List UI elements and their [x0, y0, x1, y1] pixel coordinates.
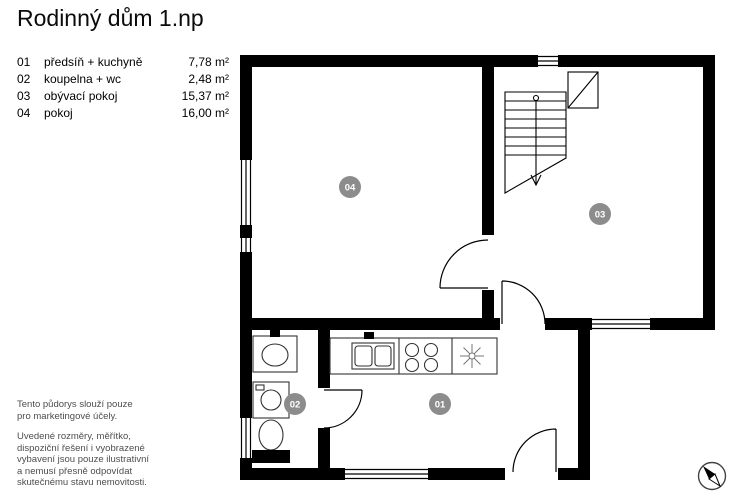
window [240, 238, 252, 252]
stair-arrow-start [532, 94, 540, 102]
faucet-icon [270, 330, 280, 337]
legend-row: 03 obývací pokoj 15,37 m² [17, 90, 229, 102]
washing-machine [252, 381, 290, 419]
faucet-icon [364, 332, 374, 339]
room-label-02: 02 [284, 393, 306, 415]
stair-direction-arrow-icon [530, 101, 542, 187]
door-room03 [501, 280, 546, 325]
legend-row: 02 koupelna + wc 2,48 m² [17, 73, 229, 85]
page-title: Rodinný dům 1.np [17, 5, 204, 31]
room-number-text: 01 [435, 400, 446, 411]
legend-room-name: pokoj [44, 106, 73, 120]
legend-room-name: koupelna + wc [44, 72, 122, 86]
legend-room-area: 7,78 m² [188, 55, 229, 69]
water-heater-icon [460, 344, 484, 368]
legend-room-number: 01 [17, 55, 31, 69]
legend-room-number: 02 [17, 72, 31, 86]
legend-room-number: 04 [17, 106, 31, 120]
legend-room-area: 15,37 m² [181, 89, 229, 103]
kitchen-sink [351, 332, 395, 370]
legend-room-area: 2,48 m² [188, 72, 229, 86]
compass-icon [697, 461, 727, 491]
door-entrance [512, 428, 557, 473]
room-number-text: 04 [345, 183, 356, 194]
room-label-03: 03 [589, 203, 611, 225]
stair-closet-diagonal [567, 71, 599, 109]
window [538, 55, 558, 67]
legend-row: 04 pokoj 16,00 m² [17, 107, 229, 119]
room-label-04: 04 [339, 176, 361, 198]
walls [240, 55, 715, 480]
kitchen-counter [329, 337, 498, 375]
marketing-disclaimer: Tento půdorys slouží pouze pro marketing… [17, 399, 133, 422]
washbasin [252, 330, 298, 373]
window [240, 418, 252, 458]
doors [323, 239, 557, 473]
legend-room-name: předsíň + kuchyně [44, 55, 143, 69]
window [592, 318, 650, 330]
room-number-text: 03 [595, 210, 606, 221]
counter-dividers [398, 338, 453, 374]
toilet-tank [252, 450, 290, 463]
stove [404, 342, 439, 373]
legend-room-name: obývací pokoj [44, 89, 118, 103]
kitchen-fixtures [329, 332, 498, 375]
window [240, 160, 252, 225]
room-labels: 04 03 01 02 [284, 176, 611, 415]
window [345, 468, 428, 480]
legend-room-number: 03 [17, 89, 31, 103]
legend-row: 01 předsíň + kuchyně 7,78 m² [17, 56, 229, 68]
room-label-01: 01 [429, 393, 451, 415]
door-room02 [323, 389, 363, 429]
toilet [252, 419, 290, 463]
door-room04 [439, 239, 489, 289]
room-number-text: 02 [290, 400, 301, 411]
staircase [504, 71, 599, 194]
room-legend: 01 předsíň + kuchyně 7,78 m² 02 koupelna… [17, 56, 229, 124]
windows [240, 55, 650, 480]
accuracy-disclaimer: Uvedené rozměry, měřítko, dispoziční řeš… [17, 431, 150, 488]
legend-room-area: 16,00 m² [181, 106, 229, 120]
bathroom-fixtures [252, 330, 298, 463]
